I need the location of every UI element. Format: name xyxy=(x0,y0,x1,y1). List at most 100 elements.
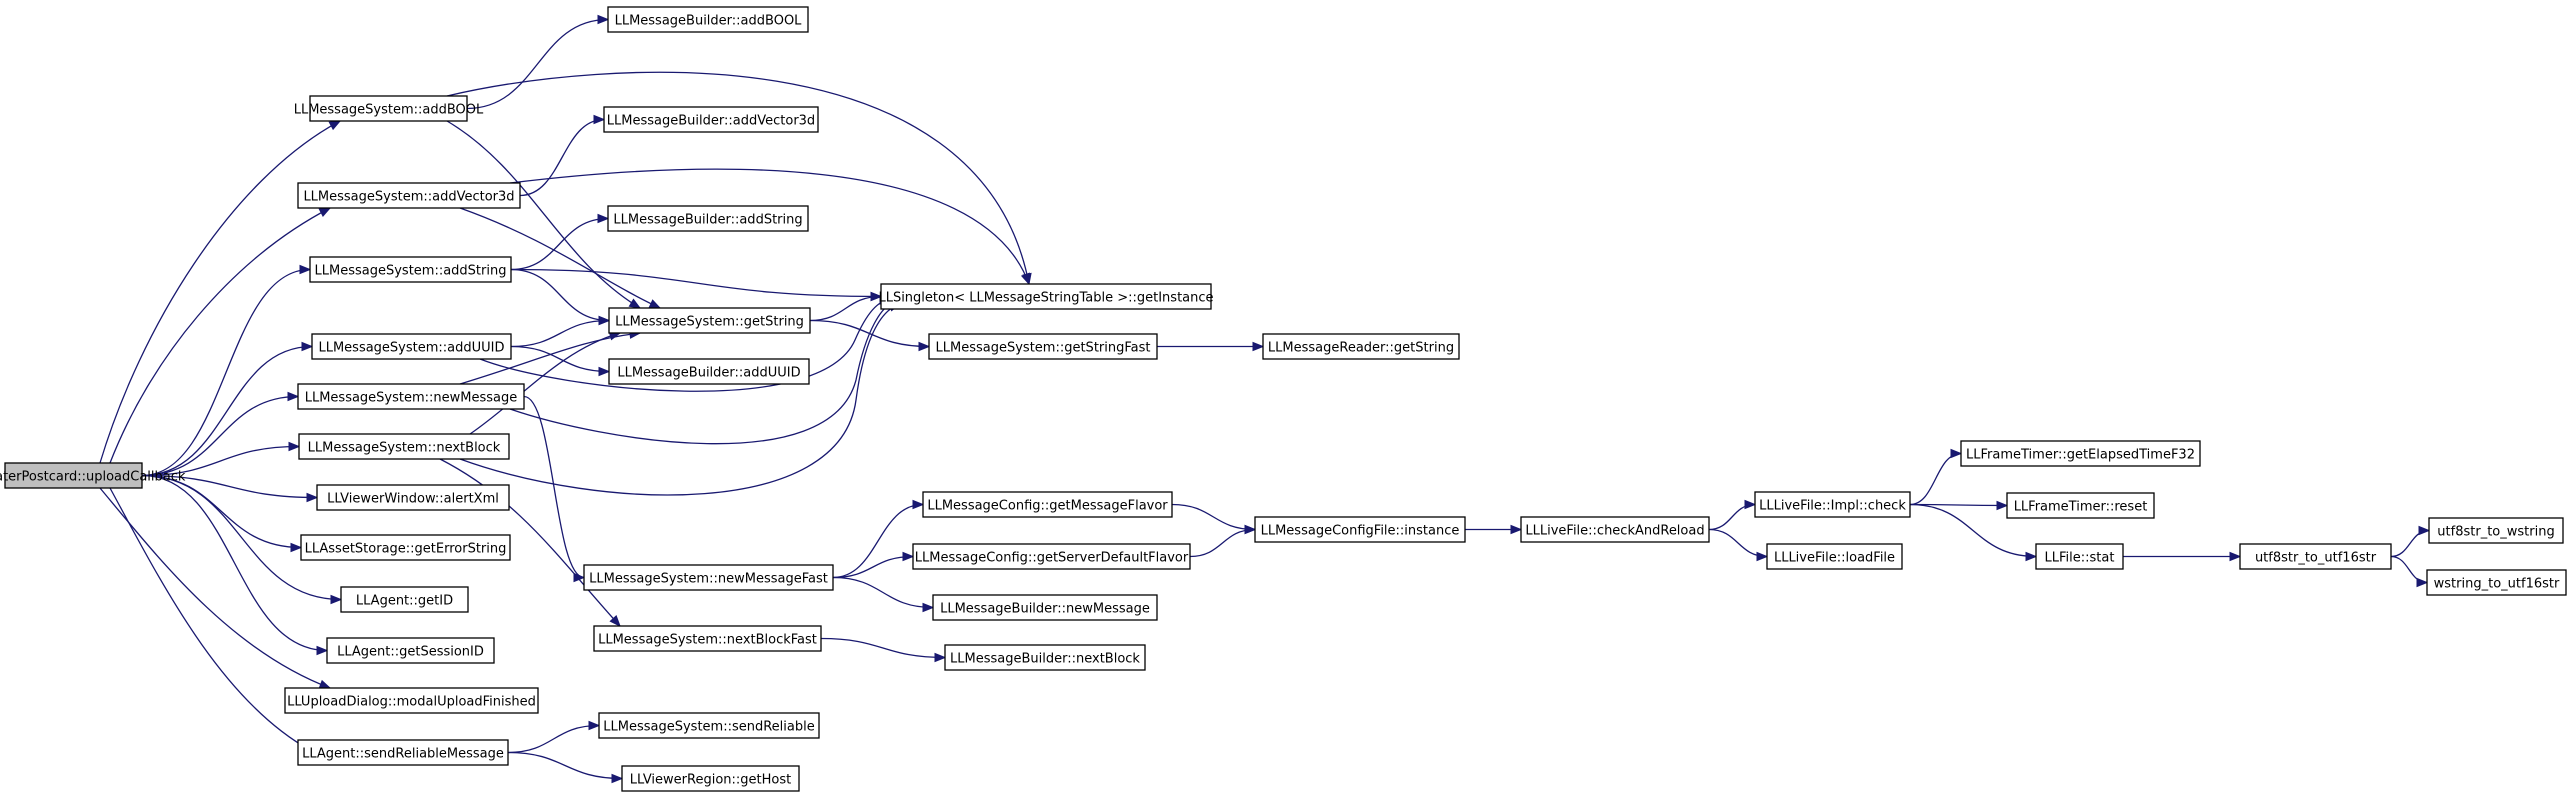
node-box xyxy=(284,687,539,714)
node-box xyxy=(340,586,469,613)
node-label: LLSingleton< LLMessageStringTable >::get… xyxy=(878,291,1213,306)
node-mb-add-vector3d[interactable]: LLMessageBuilder::addVector3d xyxy=(603,106,819,133)
edge-line xyxy=(459,207,661,309)
edge-arrowhead xyxy=(328,120,342,131)
edge-line xyxy=(141,474,328,652)
node-mb-add-string[interactable]: LLMessageBuilder::addString xyxy=(607,205,809,232)
node-ms-next-block-fast[interactable]: LLMessageSystem::nextBlockFast xyxy=(593,625,822,652)
node-label: LLFile::stat xyxy=(2045,551,2115,566)
node-mb-new-message[interactable]: LLMessageBuilder::newMessage xyxy=(932,594,1158,621)
edge-line xyxy=(510,268,882,298)
node-mb-next-block[interactable]: LLMessageBuilder::nextBlock xyxy=(944,644,1146,671)
node-vr-get-host[interactable]: LLViewerRegion::getHost xyxy=(621,765,800,792)
node-ud-modal-upload-finished[interactable]: LLUploadDialog::modalUploadFinished xyxy=(284,687,539,714)
edge-agent-send-reliable-message-to-vr-get-host xyxy=(507,751,624,784)
node-label: LLMessageSystem::nextBlock xyxy=(308,441,501,456)
edge-arrowhead xyxy=(2416,577,2429,588)
node-lf-check-and-reload[interactable]: LLLiveFile::checkAndReload xyxy=(1520,516,1710,543)
node-singleton[interactable]: LLSingleton< LLMessageStringTable >::get… xyxy=(878,283,1214,310)
edge-arrowhead xyxy=(2229,551,2242,562)
node-lf-impl-check[interactable]: LLLiveFile::Impl::check xyxy=(1754,491,1911,518)
edge-ms-add-bool-to-ms-get-string xyxy=(446,120,642,309)
node-lf-load-file[interactable]: LLLiveFile::loadFile xyxy=(1766,543,1903,570)
node-mr-get-string[interactable]: LLMessageReader::getString xyxy=(1262,333,1460,360)
edge-arrowhead xyxy=(902,551,915,562)
edge-line xyxy=(141,474,342,601)
node-ms-new-message-fast[interactable]: LLMessageSystem::newMessageFast xyxy=(583,564,834,591)
edge-line xyxy=(832,503,924,579)
node-label: LLLiveFile::loadFile xyxy=(1774,551,1895,566)
edge-line xyxy=(510,217,609,271)
node-box xyxy=(300,534,511,561)
edges-layer xyxy=(99,14,2431,784)
edge-arrowhead xyxy=(301,341,314,352)
node-box xyxy=(593,625,822,652)
node-box xyxy=(297,182,521,209)
node-label: LLMessageBuilder::newMessage xyxy=(940,602,1150,617)
edge-arrowhead xyxy=(597,14,610,25)
node-label: LLMessageSystem::addBOOL xyxy=(294,103,484,118)
node-root[interactable]: LLFloaterPostcard::uploadCallback xyxy=(0,462,186,489)
edge-ms-new-message-to-ms-new-message-fast xyxy=(523,395,586,583)
node-label: LLMessageSystem::addVector3d xyxy=(303,190,514,205)
node-box xyxy=(311,333,512,360)
edge-line xyxy=(523,395,585,579)
node-ms-new-message[interactable]: LLMessageSystem::newMessage xyxy=(297,383,525,410)
edge-ms-add-uuid-to-ms-get-string xyxy=(510,315,611,348)
node-as-get-error-string[interactable]: LLAssetStorage::getErrorString xyxy=(300,534,511,561)
node-ms-send-reliable[interactable]: LLMessageSystem::sendReliable xyxy=(598,712,820,739)
node-ms-add-string[interactable]: LLMessageSystem::addString xyxy=(309,256,512,283)
node-mc-get-server-default-flavor[interactable]: LLMessageConfig::getServerDefaultFlavor xyxy=(912,543,1191,570)
edge-lf-check-and-reload-to-lf-impl-check xyxy=(1708,499,1757,531)
edge-line xyxy=(1909,452,1962,506)
node-box xyxy=(603,106,819,133)
edge-lf-impl-check-to-ft-reset xyxy=(1909,500,2009,511)
edge-line xyxy=(2390,555,2428,584)
node-mb-add-bool[interactable]: LLMessageBuilder::addBOOL xyxy=(607,6,809,33)
node-ft-get-elapsed-time-f32[interactable]: LLFrameTimer::getElapsedTimeF32 xyxy=(1960,440,2201,467)
node-wstring-to-utf16[interactable]: wstring_to_utf16str xyxy=(2426,569,2567,596)
node-utf8-to-utf16[interactable]: utf8str_to_utf16str xyxy=(2239,543,2392,570)
node-label: LLFrameTimer::getElapsedTimeF32 xyxy=(1966,448,2195,463)
edge-line xyxy=(509,168,1030,285)
edge-line xyxy=(809,295,882,322)
edge-arrowhead xyxy=(287,391,300,402)
node-box xyxy=(309,95,468,122)
node-ms-add-bool[interactable]: LLMessageSystem::addBOOL xyxy=(294,95,484,122)
node-agent-get-id[interactable]: LLAgent::getID xyxy=(340,586,469,613)
node-ms-get-string-fast[interactable]: LLMessageSystem::getStringFast xyxy=(928,333,1158,360)
edge-arrowhead xyxy=(588,720,601,731)
edge-root-to-agent-send-reliable-message xyxy=(109,487,312,751)
edge-line xyxy=(446,120,641,309)
node-ms-add-vector3d[interactable]: LLMessageSystem::addVector3d xyxy=(297,182,521,209)
node-ft-reset[interactable]: LLFrameTimer::reset xyxy=(2006,492,2155,519)
node-ms-next-block[interactable]: LLMessageSystem::nextBlock xyxy=(298,433,510,460)
node-mcf-instance[interactable]: LLMessageConfigFile::instance xyxy=(1254,516,1466,543)
edge-line xyxy=(459,303,901,496)
node-label: LLMessageBuilder::addString xyxy=(613,213,802,228)
edge-ms-add-bool-to-mb-add-bool xyxy=(466,14,610,110)
edge-line xyxy=(510,268,610,322)
node-label: LLMessageConfig::getMessageFlavor xyxy=(927,499,1168,514)
edge-root-to-vw-alert-xml xyxy=(141,474,319,503)
node-utf8-to-wstring[interactable]: utf8str_to_wstring xyxy=(2428,517,2564,544)
edge-arrowhead xyxy=(2418,525,2431,536)
node-label: LLMessageSystem::getStringFast xyxy=(936,341,1151,356)
edge-root-to-agent-get-session-id xyxy=(141,474,329,656)
node-box xyxy=(607,205,809,232)
edge-root-to-ms-add-uuid xyxy=(141,341,314,477)
node-agent-get-session-id[interactable]: LLAgent::getSessionID xyxy=(326,637,495,664)
node-mc-get-message-flavor[interactable]: LLMessageConfig::getMessageFlavor xyxy=(922,491,1173,518)
node-box xyxy=(2035,543,2124,570)
node-ms-get-string[interactable]: LLMessageSystem::getString xyxy=(608,307,811,334)
edge-arrowhead xyxy=(1744,499,1757,510)
node-file-stat[interactable]: LLFile::stat xyxy=(2035,543,2124,570)
node-vw-alert-xml[interactable]: LLViewerWindow::alertXml xyxy=(316,484,510,511)
node-mb-add-uuid[interactable]: LLMessageBuilder::addUUID xyxy=(608,358,810,385)
node-agent-send-reliable-message[interactable]: LLAgent::sendReliableMessage xyxy=(297,739,509,766)
edge-lf-check-and-reload-to-lf-load-file xyxy=(1708,528,1769,562)
node-box xyxy=(1254,516,1466,543)
node-ms-add-uuid[interactable]: LLMessageSystem::addUUID xyxy=(311,333,512,360)
edge-line xyxy=(141,395,299,477)
node-box xyxy=(4,462,143,489)
